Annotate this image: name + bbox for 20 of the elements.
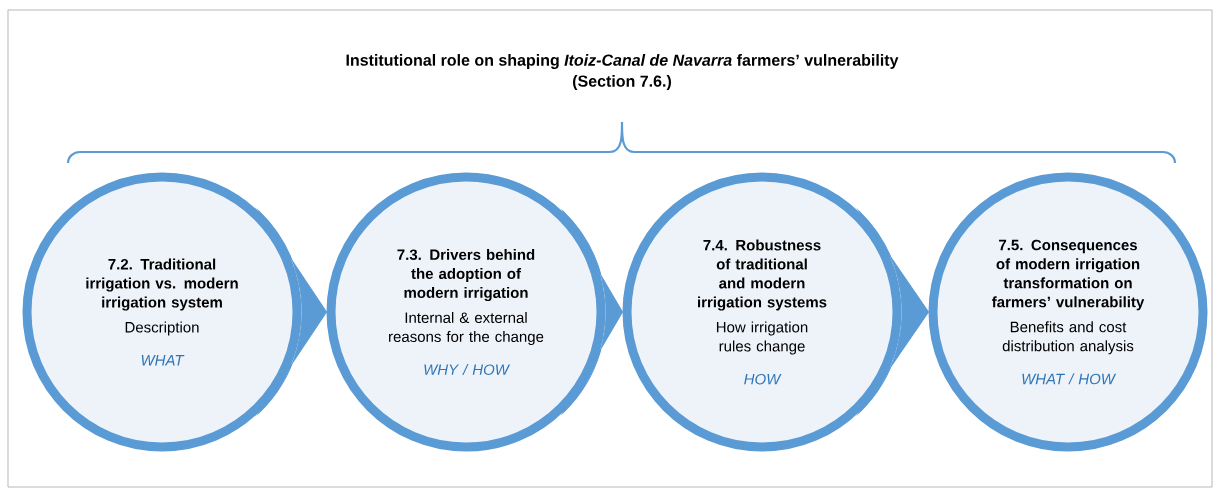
arrow (258, 210, 327, 414)
description-text: Internal & external reasons for the change (389, 312, 544, 345)
question-label: WHAT / HOW (1022, 373, 1117, 385)
question-label: WHAT (141, 355, 185, 366)
arrow (562, 210, 623, 414)
description-text: Description (125, 321, 199, 336)
section-heading: 7.4. Robustness of traditional and modern irrigation systems (698, 239, 827, 311)
circle (22, 172, 302, 452)
question-label: HOW (744, 373, 782, 385)
description-text: How irrigation rules change (716, 321, 808, 355)
section-heading: 7.2. Traditional irrigation vs. modern irrigation system (86, 258, 238, 311)
circle (928, 172, 1208, 452)
description-text: Benefits and cost distribution analysis (1002, 321, 1134, 355)
circle (326, 172, 606, 452)
arrow (858, 210, 929, 414)
section-heading: 7.5. Consequences of modern irrigation transformation on farmers’ vulnerability (992, 239, 1145, 311)
circle (622, 172, 902, 452)
question-label: WHY / HOW (424, 364, 511, 375)
title: Institutional role on shaping Itoiz-Canal de Navarra farmers’ vulnerability (Section 7.6.) (346, 54, 899, 90)
section-heading: 7.3. Drivers behind the adoption of modern irrigation (397, 249, 535, 302)
